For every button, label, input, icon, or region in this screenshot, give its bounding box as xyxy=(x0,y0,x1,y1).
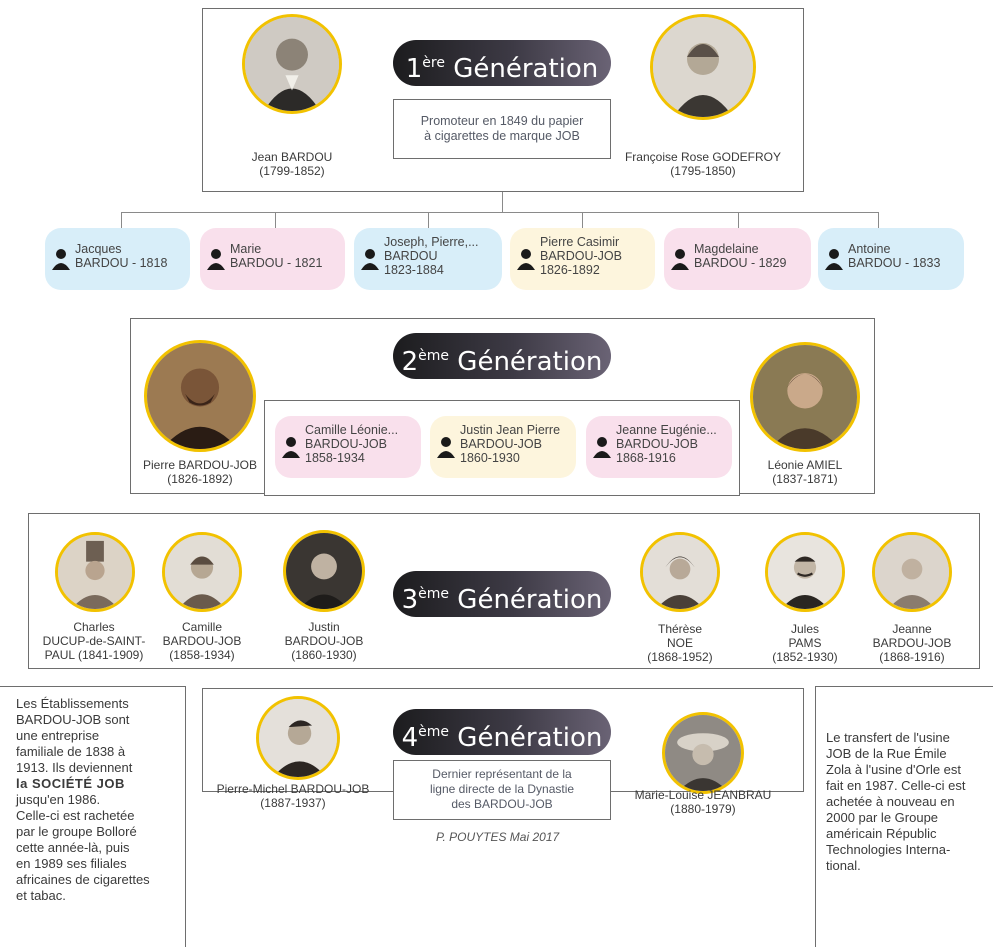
person-name: Pierre BARDOU-JOB xyxy=(142,458,258,472)
right-note: Le transfert de l'usine JOB de la Rue Ém… xyxy=(826,730,966,873)
person-icon xyxy=(52,249,70,270)
person-icon xyxy=(825,249,843,270)
portrait-pierre-michel-bardou-job xyxy=(256,696,340,780)
left-note: Les Établissements BARDOU-JOB sont une e… xyxy=(16,696,150,903)
portrait-charles-ducup xyxy=(55,532,135,612)
author-credit: P. POUYTES Mai 2017 xyxy=(436,830,560,844)
right-note-border xyxy=(815,686,993,947)
person-dates: (1795-1850) xyxy=(670,164,736,178)
person-icon xyxy=(282,437,300,458)
portrait-jules-pams xyxy=(765,532,845,612)
person-icon xyxy=(207,249,225,270)
portrait-justin-bardou-job xyxy=(283,530,365,612)
person-dates: (1826-1892) xyxy=(167,472,233,486)
person-icon xyxy=(671,249,689,270)
person-icon xyxy=(361,249,379,270)
person-name: Pierre-Michel BARDOU-JOB xyxy=(216,782,370,796)
portrait-jeanne-bardou-job xyxy=(872,532,952,612)
connector-drop xyxy=(275,212,276,228)
connector-drop xyxy=(582,212,583,228)
gen1-left-caption: Jean BARDOU (1799-1852) xyxy=(222,150,362,178)
portrait-therese-noe xyxy=(640,532,720,612)
person-icon xyxy=(593,437,611,458)
gen2-left-caption: Pierre BARDOU-JOB (1826-1892) xyxy=(130,458,270,486)
person-icon xyxy=(437,437,455,458)
gen1-description: Promoteur en 1849 du papier à cigarettes… xyxy=(393,99,611,159)
person-name: Léonie AMIEL xyxy=(767,458,843,472)
person-dates: (1887-1937) xyxy=(260,796,326,810)
person-name: Françoise Rose GODEFROY xyxy=(624,150,782,164)
gen4-right-caption: Marie-Louise JEANBRAU (1880-1979) xyxy=(618,788,788,816)
person-dates: (1799-1852) xyxy=(259,164,325,178)
person-dates: (1880-1979) xyxy=(670,802,736,816)
generation-3-title: 3ème Génération xyxy=(393,571,611,617)
generation-2-title: 2ème Génération xyxy=(393,333,611,379)
gen4-left-caption: Pierre-Michel BARDOU-JOB (1887-1937) xyxy=(208,782,378,810)
portrait-leonie-amiel xyxy=(750,342,860,452)
gen2-right-caption: Léonie AMIEL (1837-1871) xyxy=(735,458,875,486)
connector-drop xyxy=(738,212,739,228)
person-name: Jean BARDOU xyxy=(251,150,333,164)
portrait-jean-bardou xyxy=(242,14,342,114)
generation-4-title: 4ème Génération xyxy=(393,709,611,755)
person-dates: (1837-1871) xyxy=(772,472,838,486)
generation-1-title: 1ère Génération xyxy=(393,40,611,86)
person-icon xyxy=(517,249,535,270)
gen1-right-caption: Françoise Rose GODEFROY (1795-1850) xyxy=(618,150,788,178)
connector-drop xyxy=(428,212,429,228)
person-name: Marie-Louise JEANBRAU xyxy=(634,788,772,802)
connector-drop xyxy=(878,212,879,228)
portrait-camille-bardou-job xyxy=(162,532,242,612)
connector-horizontal xyxy=(121,212,879,213)
portrait-francoise-godefroy xyxy=(650,14,756,120)
connector-vertical xyxy=(502,192,503,212)
left-note-border xyxy=(0,686,186,947)
portrait-pierre-bardou-job xyxy=(144,340,256,452)
gen4-description: Dernier représentant de la ligne directe… xyxy=(393,760,611,820)
connector-drop xyxy=(121,212,122,228)
portrait-marie-louise-jeanbrau xyxy=(662,712,744,794)
